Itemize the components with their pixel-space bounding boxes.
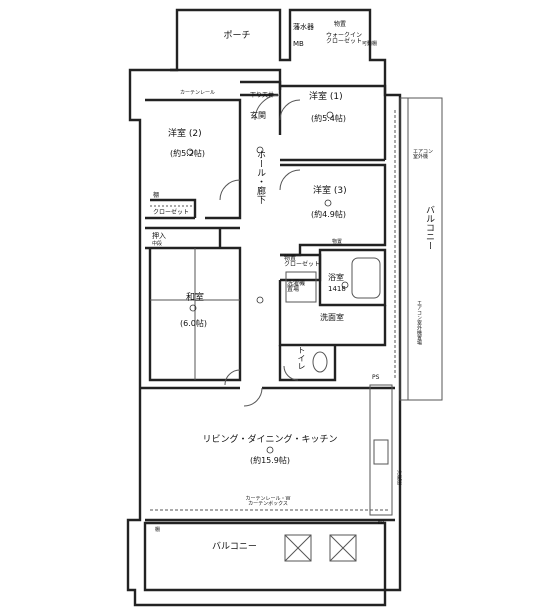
kitchen-counter xyxy=(369,384,393,516)
western3-name: 洋室 (3) xyxy=(313,186,347,196)
washer-label: 洗濯機 置場 xyxy=(287,280,306,293)
right-balcony xyxy=(399,97,443,401)
bottom-balcony xyxy=(143,521,387,592)
curtain-box-label: カーテンレール・W カーテンボックス xyxy=(245,496,291,507)
sink xyxy=(373,439,389,465)
western2-wall xyxy=(145,98,242,220)
ps-label: PS xyxy=(372,374,380,381)
door-swing xyxy=(224,369,241,386)
toilet-label: トイレ xyxy=(297,346,306,370)
storage-top-label: 物置 xyxy=(334,21,347,28)
movable-shelf-label: 可動棚 xyxy=(362,41,378,47)
bath-size: 1418 xyxy=(328,285,346,293)
mb-label: MB xyxy=(293,40,304,48)
oshiire-sub-label: 中段 xyxy=(152,241,163,247)
balcony-bottom-label: バルコニー xyxy=(212,542,257,552)
bath-name: 浴室 xyxy=(328,273,344,282)
ldk-wall xyxy=(140,386,395,522)
bottom-shelf-label: 棚 xyxy=(155,527,161,533)
entrance-label: 玄関 xyxy=(250,111,266,120)
fridge-label: 冷蔵庫 xyxy=(396,470,402,485)
aircon-note2: エアコン室外機置場 xyxy=(416,300,422,345)
door-swing xyxy=(254,94,281,121)
washroom-label: 洗面室 xyxy=(320,313,344,322)
door-swing xyxy=(283,365,299,381)
ldk-name: リビング・ダイニング・キッチン xyxy=(202,435,338,445)
balcony-right-label: バルコニー xyxy=(424,205,434,250)
western1-wall xyxy=(280,84,387,162)
bathtub xyxy=(351,257,381,299)
western1-name: 洋室 (1) xyxy=(309,92,343,102)
toilet-wall xyxy=(278,345,337,382)
porch-wall xyxy=(170,68,282,90)
ldk-size: (約15.9帖) xyxy=(249,456,291,465)
meter-box-label: 藩水器 xyxy=(293,23,314,31)
door-swing xyxy=(279,169,301,191)
hall-storage-label: 物置 xyxy=(332,239,343,245)
washroom-wall xyxy=(278,280,387,347)
western2-name: 洋室 (2) xyxy=(168,129,202,139)
curtain-rail-label: カーテンレール xyxy=(180,90,216,96)
ep-label: EP xyxy=(378,520,385,526)
washing-machine xyxy=(285,271,317,303)
storage-closet-label: 物置 クローゼット xyxy=(284,255,321,268)
western1-size: (約5.4帖) xyxy=(311,114,346,123)
closet-label: クローゼット xyxy=(153,209,190,216)
porch-label: ポーチ xyxy=(223,31,251,41)
japanese-size: (6.0帖) xyxy=(180,319,207,328)
aircon-note: エアコン 室外機 xyxy=(413,149,434,160)
drop-ceiling-label: 下り天井 xyxy=(250,92,275,99)
oshiire-label: 押入 xyxy=(152,232,166,240)
ac-unit xyxy=(284,534,312,562)
walkin-closet-label: ウォークイン クローゼット xyxy=(326,32,363,45)
door-swing xyxy=(219,179,241,201)
entrance-wall xyxy=(240,80,282,135)
door-swing xyxy=(279,99,301,121)
western2-size: (約5.2帖) xyxy=(170,149,205,158)
door-swing xyxy=(243,387,263,407)
japanese-wall xyxy=(145,226,242,382)
closet-shelf-label: 棚 xyxy=(153,192,160,199)
ac-unit xyxy=(329,534,357,562)
japanese-name: 和室 xyxy=(186,293,205,303)
hall-label: ホール・廊下 xyxy=(255,150,265,204)
western3-size: (約4.9帖) xyxy=(311,210,346,219)
toilet-bowl xyxy=(312,351,328,373)
